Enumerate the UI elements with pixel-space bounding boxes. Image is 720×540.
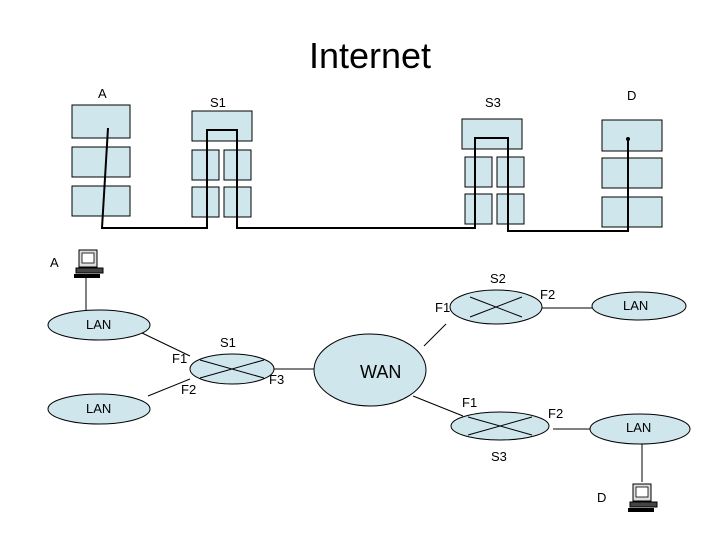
s1-port-f1-label: F1 — [172, 351, 188, 366]
node-s1-box-4 — [191, 186, 220, 218]
computer-icon-d — [628, 483, 658, 512]
switch-s3-cross-b — [467, 416, 533, 436]
node-s1-box-2 — [191, 149, 220, 181]
s3-port-f1-label: F1 — [462, 395, 478, 410]
top-label-a: A — [98, 86, 107, 101]
switch-s2-cross-b — [469, 296, 523, 318]
node-s3-box-3 — [496, 156, 525, 188]
node-s3-box-top — [461, 118, 523, 150]
lan-right-bottom-label: LAN — [626, 420, 652, 435]
s1-port-f2-label: F2 — [181, 382, 197, 397]
node-a-box-1 — [71, 104, 131, 139]
switch-s2-label: S2 — [490, 271, 506, 286]
s3-port-f2-label: F2 — [548, 406, 564, 421]
lan-bottom-left-label: LAN — [86, 401, 112, 416]
lan-top-left-label: LAN — [86, 317, 112, 332]
link-lan-s1-f2 — [147, 378, 191, 397]
node-a-box-2 — [71, 146, 131, 178]
link-wan-s2 — [423, 323, 447, 347]
link-wan-s3 — [412, 395, 464, 417]
node-s1-box-top — [191, 110, 253, 142]
diagram-title: Internet — [308, 35, 432, 76]
wan-cloud — [313, 333, 427, 407]
lan-right-top-label: LAN — [623, 298, 649, 313]
node-s3-box-5 — [496, 193, 525, 225]
lan-bottom-left — [47, 393, 151, 425]
node-d-dot — [626, 137, 630, 141]
switch-s1-label: S1 — [220, 335, 236, 350]
host-d-label: D — [597, 490, 607, 505]
top-path-route — [100, 127, 629, 232]
lan-top-left — [47, 309, 151, 341]
node-s3-box-2 — [464, 156, 493, 188]
s2-port-f2-label: F2 — [540, 287, 556, 302]
node-d-box-2 — [601, 157, 663, 189]
switch-s3-label: S3 — [491, 449, 507, 464]
s2-port-f1-label: F1 — [435, 300, 451, 315]
s1-port-f3-label: F3 — [269, 372, 285, 387]
lan-right-bottom — [589, 413, 691, 445]
link-lan-s1-f1 — [141, 332, 191, 357]
wan-label: WAN — [360, 362, 402, 382]
node-s3-box-4 — [464, 193, 493, 225]
top-label-s3: S3 — [485, 95, 501, 110]
top-label-d: D — [627, 88, 637, 103]
node-d-box-3 — [601, 196, 663, 228]
host-a-label: A — [50, 255, 59, 270]
node-d-box-1 — [601, 119, 663, 152]
lan-right-top — [591, 291, 687, 321]
top-label-s1: S1 — [210, 95, 226, 110]
switch-s1-cross-b — [199, 359, 265, 379]
computer-icon-a — [74, 249, 104, 278]
node-a-box-3 — [71, 185, 131, 217]
